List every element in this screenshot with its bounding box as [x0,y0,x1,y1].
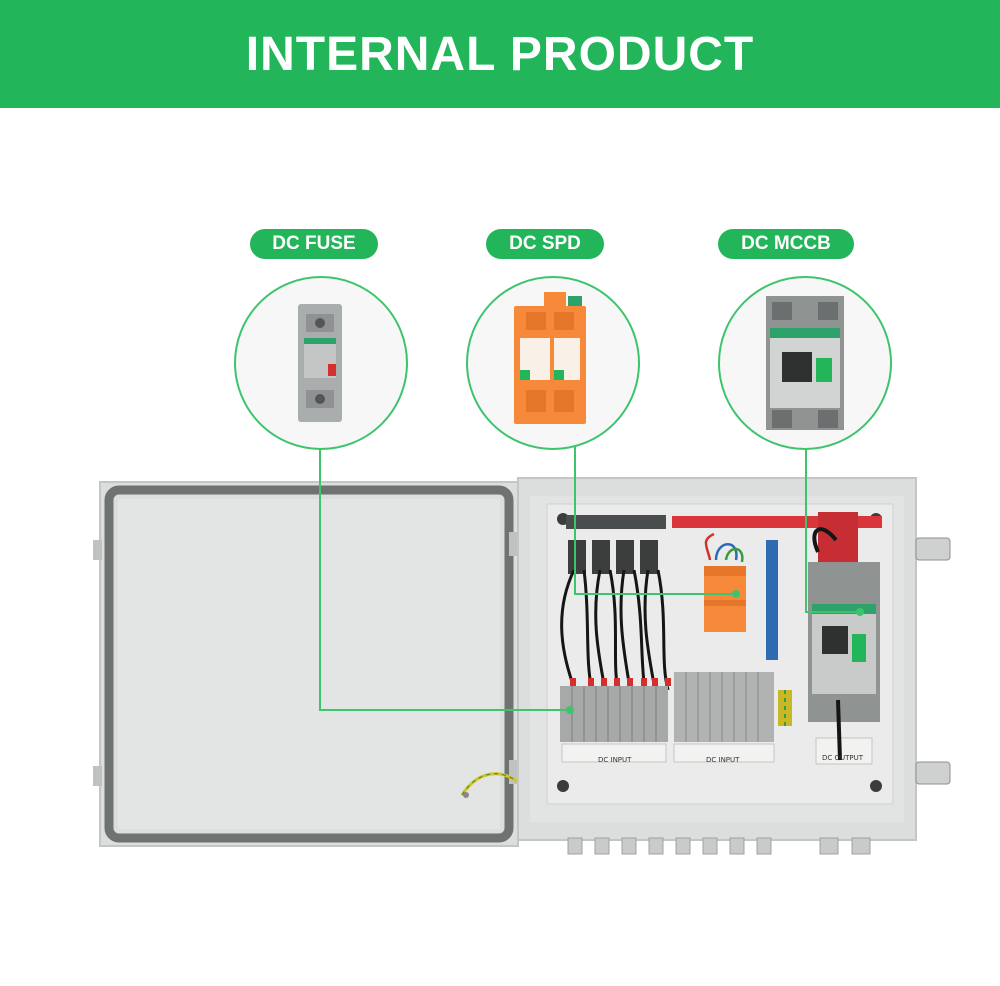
dc-input-right-label: DC INPUT [706,756,740,764]
terminal-block-left [560,686,668,742]
dc-spd-icon [514,292,586,424]
header-banner: INTERNAL PRODUCT [0,0,1000,108]
dc-fuse-circle [234,276,408,450]
connector-lines [319,442,860,711]
dc-output-label: DC OUTPUT [822,754,864,762]
dc-spd-circle [466,276,640,450]
dc-mccb-label: DC MCCB [718,229,854,259]
spd-installed [704,532,746,632]
dc-fuse-icon [298,304,342,422]
mccb-installed [808,527,880,761]
dc-mccb-circle [718,276,892,450]
dc-fuse-label: DC FUSE [250,229,378,259]
dc-input-left-label: DC INPUT [598,756,632,764]
fuse-holders [568,540,658,574]
terminal-block-right [674,672,774,742]
dc-mccb-icon [766,296,844,430]
dc-spd-label: DC SPD [486,229,604,259]
page-title: INTERNAL PRODUCT [245,27,755,81]
enclosure-door [93,481,546,847]
enclosure-body [517,477,951,855]
